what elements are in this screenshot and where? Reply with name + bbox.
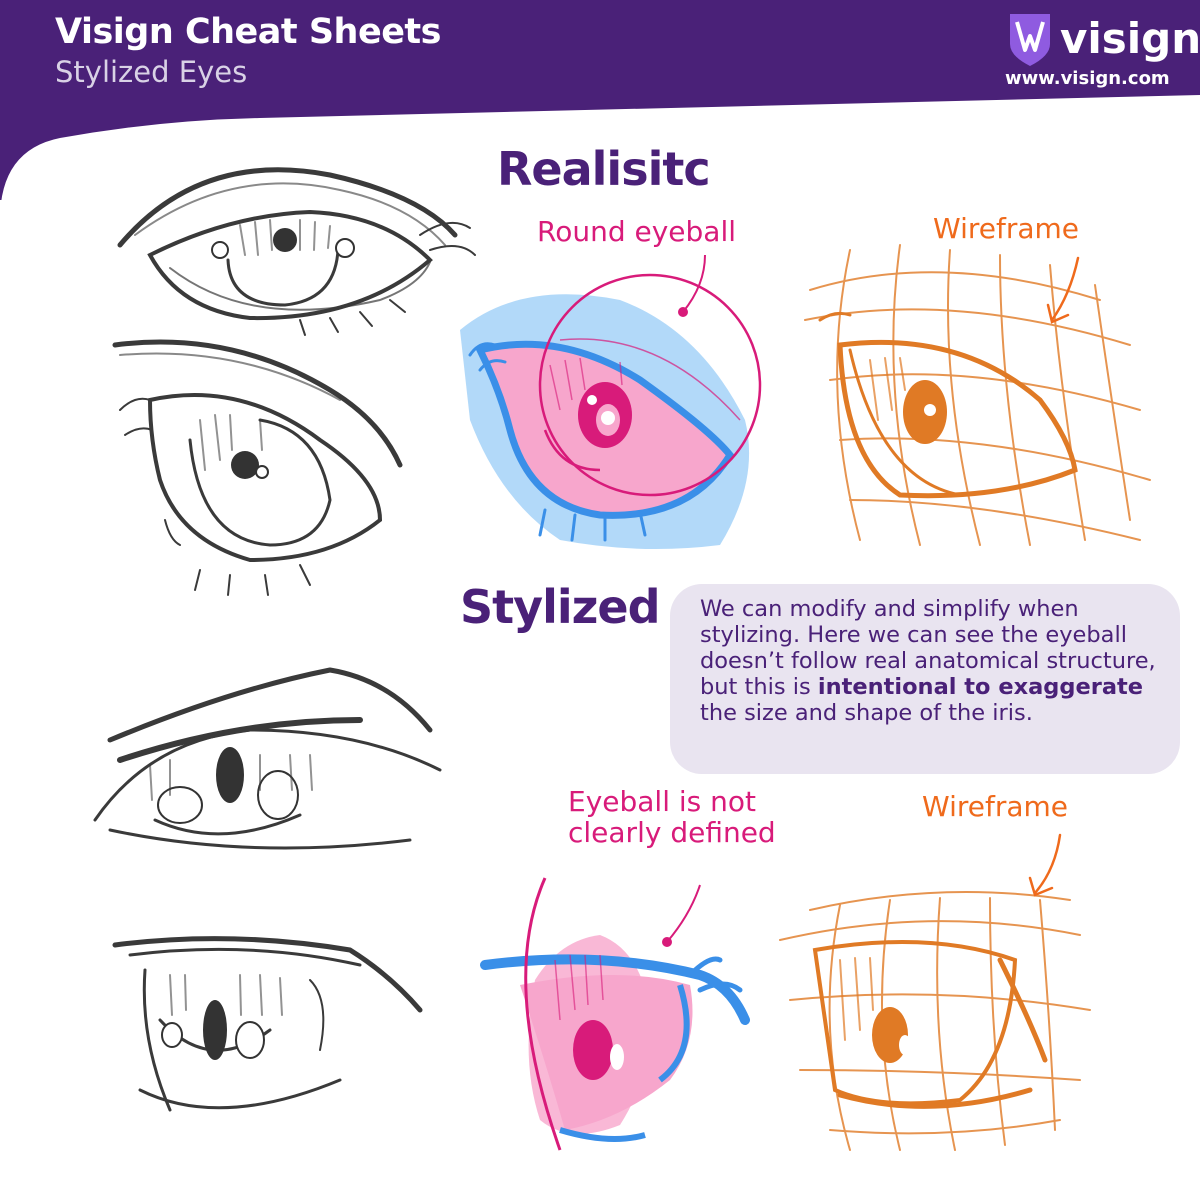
brand-url[interactable]: www.visign.com bbox=[1005, 68, 1170, 89]
note-text-after: the size and shape of the iris. bbox=[700, 700, 1033, 726]
note-text-bold: intentional to exaggerate bbox=[817, 674, 1144, 700]
wireframe-top-arrow bbox=[1046, 256, 1080, 324]
eyeball-undefined-label-line2: clearly defined bbox=[568, 816, 776, 849]
page-title: Visign Cheat Sheets bbox=[55, 12, 442, 52]
page-subtitle: Stylized Eyes bbox=[55, 55, 248, 89]
sketch-eye-stylized-b bbox=[112, 936, 423, 1112]
brand-name: visign bbox=[1060, 14, 1200, 63]
sketch-eye-front bbox=[117, 167, 476, 336]
explanation-note: We can modify and simplify when stylizin… bbox=[670, 584, 1180, 774]
round-eyeball-pointer bbox=[678, 254, 706, 317]
wireframe-bottom-label: Wireframe bbox=[922, 790, 1069, 823]
stylized-eye-wireframe bbox=[779, 891, 1091, 1151]
wireframe-bottom-arrow bbox=[1028, 833, 1062, 897]
stylized-heading: Stylized bbox=[460, 580, 661, 634]
eyeball-undefined-label-line1: Eyeball is not bbox=[568, 785, 757, 818]
brand-block[interactable]: visign www.visign.com bbox=[1005, 8, 1200, 98]
sketch-eye-three-quarter bbox=[112, 339, 403, 596]
round-eyeball-label: Round eyeball bbox=[537, 215, 737, 248]
realistic-eye-colored bbox=[460, 273, 762, 549]
note-text-before: We can modify and simplify when stylizin… bbox=[700, 596, 1156, 700]
stylized-eye-colored bbox=[480, 877, 750, 1151]
wireframe-top-label: Wireframe bbox=[933, 212, 1080, 245]
realistic-eye-wireframe bbox=[804, 244, 1151, 546]
eyeball-undefined-pointer bbox=[662, 884, 701, 947]
visign-logo-icon bbox=[1010, 14, 1050, 66]
realistic-heading: Realisitc bbox=[497, 142, 711, 196]
sketch-eye-stylized-a bbox=[93, 667, 442, 850]
